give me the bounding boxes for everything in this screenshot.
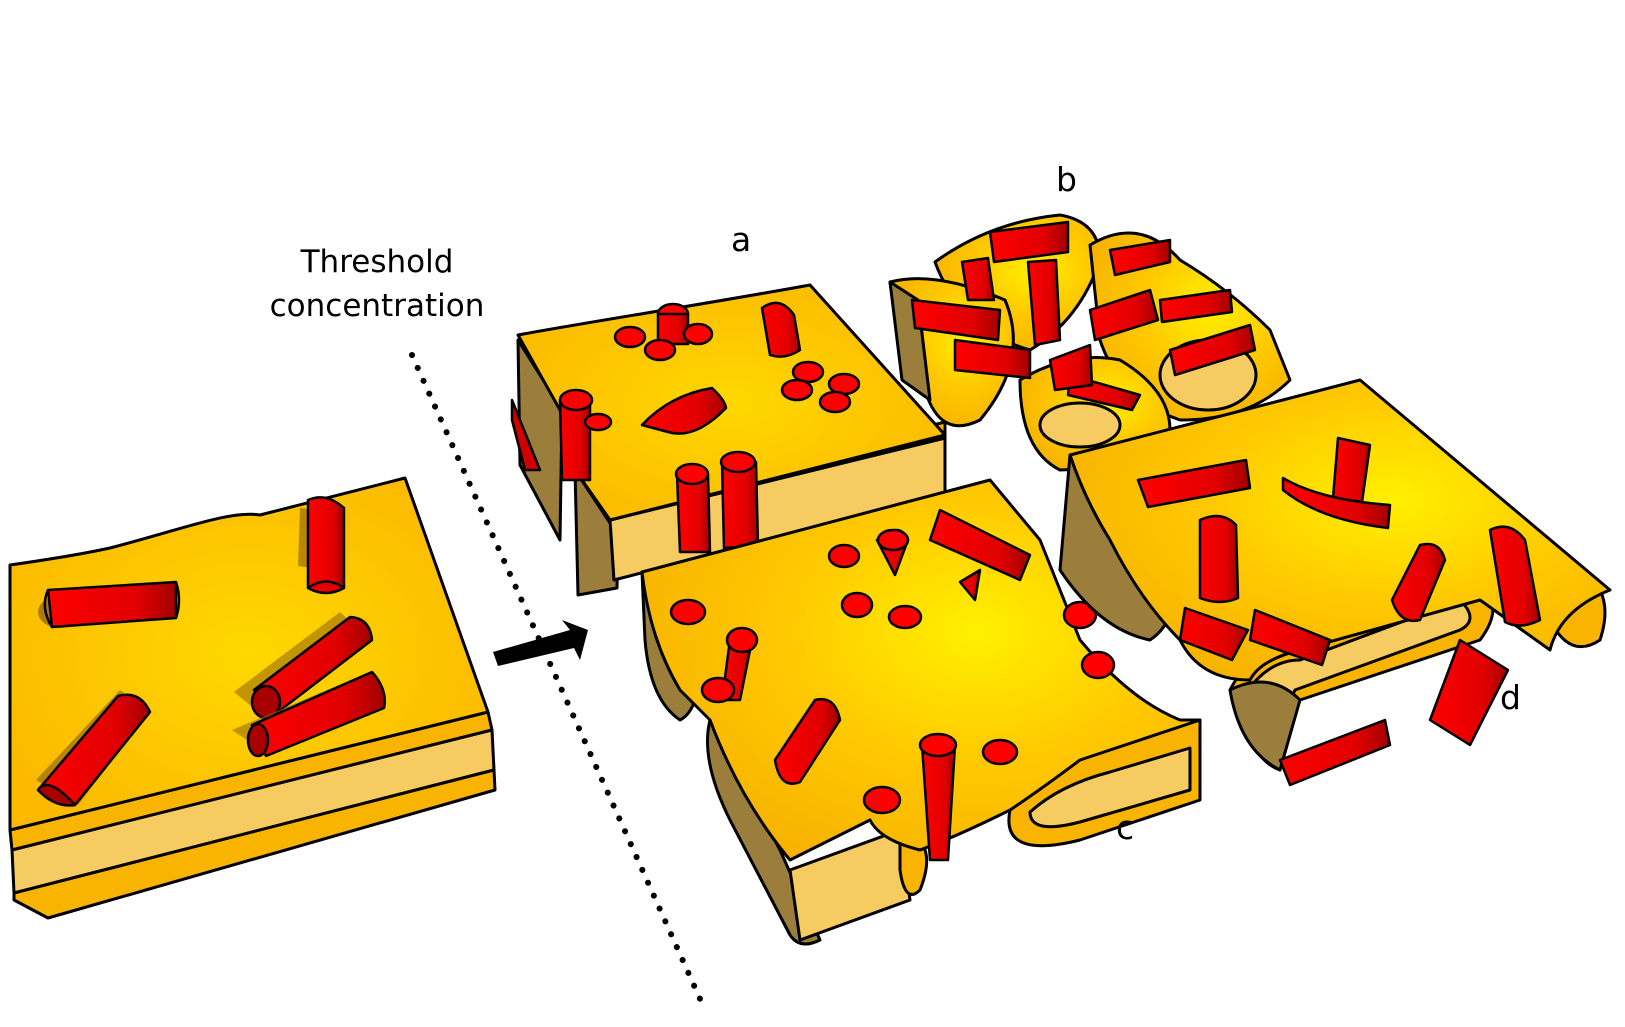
rod-d-10 <box>1428 638 1510 747</box>
membrane-top-surface <box>8 476 490 832</box>
rod-5 <box>232 670 386 758</box>
rod-d-2 <box>1331 436 1372 504</box>
rod-d-9 <box>1278 718 1392 787</box>
rod-a-3 <box>674 450 760 554</box>
rod-c-long <box>773 697 842 785</box>
panel-label-d: d <box>1500 678 1521 717</box>
rod-a-1 <box>760 301 802 358</box>
rod-d-7 <box>1248 608 1332 667</box>
threshold-label-line1: Threshold <box>300 244 454 280</box>
rod-a-4 <box>510 388 613 482</box>
rod-d-8 <box>1178 606 1250 662</box>
pore-rods <box>862 732 1019 862</box>
threshold-label-line2: concentration <box>269 288 485 324</box>
panel-b-membrane <box>888 213 1292 472</box>
rod-d-5 <box>1390 542 1447 623</box>
rod-1 <box>38 580 181 629</box>
rod-2 <box>298 496 346 595</box>
panel-label-b: b <box>1056 160 1077 199</box>
panel-c-membrane <box>640 478 1202 946</box>
panel-label-a: a <box>731 220 752 259</box>
rod-3 <box>36 690 152 807</box>
transition-arrow-icon <box>493 620 588 666</box>
rod-c-1 <box>928 508 1032 582</box>
membrane-band-bottom <box>12 768 497 920</box>
rod-4 <box>234 612 374 720</box>
rod-d-6 <box>1488 525 1542 627</box>
rod-cluster-2 <box>780 360 861 414</box>
panel-label-c: c <box>1116 808 1135 847</box>
threshold-label: Threshold concentration <box>262 240 492 328</box>
rod-d-4 <box>1198 514 1240 604</box>
edge-cones <box>669 598 1116 704</box>
rod-a-2 <box>640 386 728 435</box>
panel-a-membrane <box>510 283 947 597</box>
rod-d-3 <box>1281 476 1392 530</box>
panel-d-membrane <box>1058 378 1612 787</box>
rod-cluster-1 <box>613 302 714 362</box>
cone-ring <box>827 528 982 630</box>
initial-membrane <box>8 476 497 920</box>
rod-d-1 <box>1136 458 1252 509</box>
